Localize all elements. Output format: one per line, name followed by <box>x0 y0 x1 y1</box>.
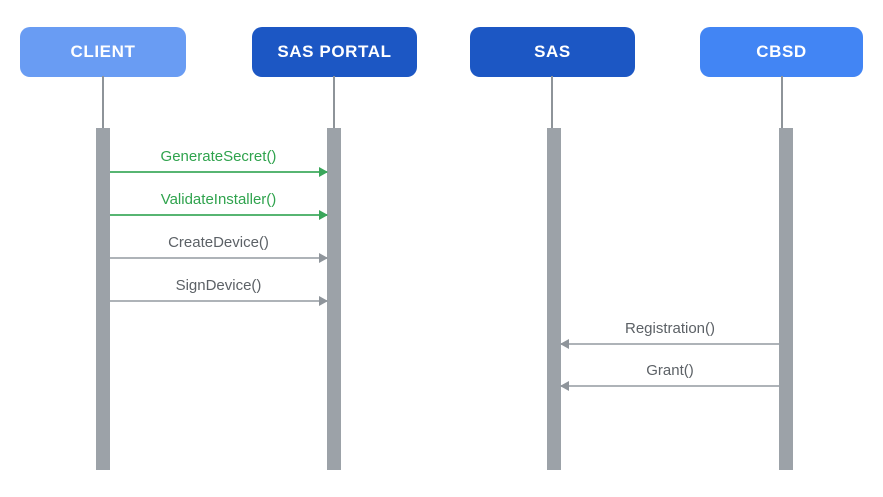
message-label: SignDevice() <box>175 277 262 294</box>
message-registration: Registration() <box>560 319 779 349</box>
message-generate-secret: GenerateSecret() <box>110 147 328 177</box>
message-label: Registration() <box>624 320 716 337</box>
message-sign-device: SignDevice() <box>110 276 328 306</box>
message-line <box>110 210 328 220</box>
arrow-head-right <box>319 210 328 220</box>
lifeline-cbsd <box>781 76 783 129</box>
actor-box-client: CLIENT <box>20 27 186 77</box>
arrow-head-right <box>319 296 328 306</box>
actor-box-cbsd: CBSD <box>700 27 863 77</box>
message-line <box>560 339 779 349</box>
arrow-head-left <box>560 339 569 349</box>
actor-label-client: CLIENT <box>70 42 136 61</box>
lifeline-sas-portal <box>333 76 335 129</box>
actor-label-cbsd: CBSD <box>756 42 807 61</box>
message-create-device: CreateDevice() <box>110 233 328 263</box>
message-line <box>110 296 328 306</box>
message-validate-installer: ValidateInstaller() <box>110 190 328 220</box>
arrow-head-right <box>319 253 328 263</box>
message-line <box>560 381 779 391</box>
message-line <box>110 253 328 263</box>
lifeline-client <box>102 76 104 129</box>
activation-bar-sas <box>547 128 561 470</box>
actor-box-sas: SAS <box>470 27 635 77</box>
activation-bar-cbsd <box>779 128 793 470</box>
message-grant: Grant() <box>560 361 779 391</box>
arrow-head-right <box>319 167 328 177</box>
actor-box-sas-portal: SAS PORTAL <box>252 27 417 77</box>
actor-label-sas-portal: SAS PORTAL <box>277 42 392 61</box>
actor-label-sas: SAS <box>534 42 571 61</box>
message-label: Grant() <box>646 362 694 379</box>
message-label: GenerateSecret() <box>160 148 277 165</box>
message-line <box>110 167 328 177</box>
lifeline-sas <box>551 76 553 129</box>
message-label: CreateDevice() <box>168 234 269 251</box>
activation-bar-sas-portal <box>327 128 341 470</box>
arrow-head-left <box>560 381 569 391</box>
activation-bar-client <box>96 128 110 470</box>
message-label: ValidateInstaller() <box>160 191 277 208</box>
